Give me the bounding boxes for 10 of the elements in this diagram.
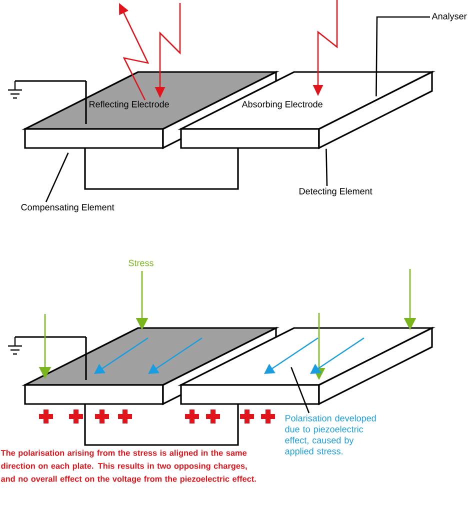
leader-line <box>45 152 69 202</box>
callout-text: Compensating Element <box>21 204 114 212</box>
force-label: Stress <box>128 260 154 266</box>
leader-line <box>290 366 310 414</box>
note-text: The polarisation arising from the stress is aligned in the same direction on each plate. This results in two opposing charges, and no overall effect on the voltage from the piezoelectric effect. <box>0 450 256 484</box>
leader-line <box>326 148 328 186</box>
callout-text: Polarisation developed due to piezoelectric effect, caused by applied stress. <box>285 414 376 456</box>
callout-text: Detecting Element <box>300 188 372 196</box>
callout-text: Analyser <box>432 12 467 22</box>
leader-line <box>376 16 430 96</box>
